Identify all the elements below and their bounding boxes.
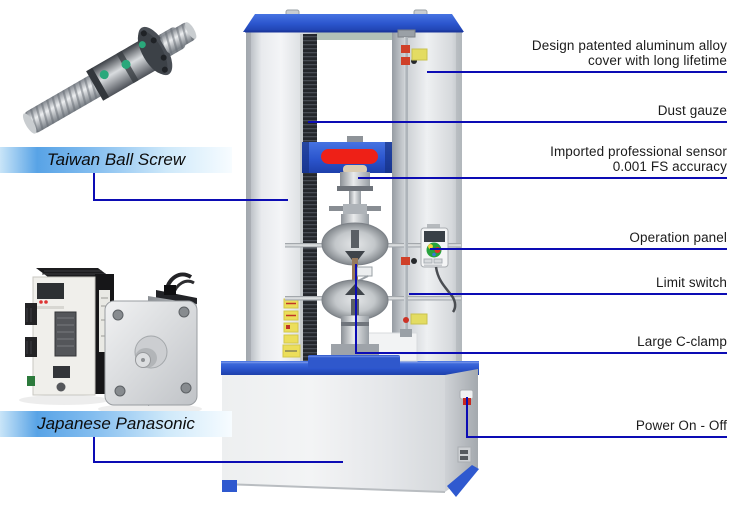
callout-c-clamp: Large C-clamp (357, 334, 727, 354)
ball-screw-photo (22, 22, 197, 134)
ball-screw-pointer-vline (93, 173, 95, 201)
callout-sensor: Imported professional sensor 0.001 FS ac… (358, 144, 727, 179)
limit-switch-rod (397, 29, 428, 337)
callout-text: Operation panel (629, 230, 727, 245)
machine-top-cover (243, 9, 464, 33)
callout-text: Power On - Off (635, 418, 727, 433)
crosshead-handle (321, 149, 378, 164)
callout-text: Large C-clamp (637, 334, 727, 349)
label-text: Japanese Panasonic (37, 414, 195, 433)
load-sensor (337, 165, 373, 205)
testing-machine (221, 9, 479, 497)
ball-screw-pointer-hline (93, 199, 288, 201)
base-front-panel (222, 375, 445, 492)
upper-grip (285, 222, 461, 266)
c-clamp-pointer-line (355, 264, 357, 354)
lower-base-plate (308, 355, 400, 368)
lower-limit-stop (401, 257, 410, 265)
power-pointer-line (466, 397, 468, 438)
label-text: Taiwan Ball Screw (46, 150, 186, 169)
callout-text: Design patented aluminum alloy (531, 38, 727, 53)
machine-left-column (246, 30, 317, 363)
callout-power: Power On - Off (468, 418, 727, 438)
panel-cable (434, 266, 457, 313)
panasonic-servo-photo (19, 268, 202, 415)
callout-text: 0.001 FS accuracy (612, 159, 727, 174)
warning-stickers (282, 298, 301, 358)
label-japanese-panasonic: Japanese Panasonic (0, 411, 232, 437)
callout-text: cover with long lifetime (588, 53, 727, 68)
base-foot-right (447, 465, 479, 497)
servo-driver (25, 268, 114, 396)
driver-display (37, 283, 64, 299)
callout-alloy-cover: Design patented aluminum alloy cover wit… (427, 38, 727, 73)
servo-motor (104, 272, 198, 406)
upper-limit-stop (401, 45, 410, 53)
machine-right-column (392, 30, 462, 363)
extensometer (356, 266, 373, 282)
callout-text: Imported professional sensor (550, 144, 727, 159)
label-taiwan-ball-screw: Taiwan Ball Screw (0, 147, 232, 173)
machine-back-panel (314, 32, 392, 40)
callout-operation-panel: Operation panel (430, 230, 727, 250)
operation-panel-device (420, 224, 457, 313)
callout-text: Dust gauze (657, 103, 727, 118)
panasonic-pointer-hline (93, 461, 343, 463)
callout-limit-switch: Limit switch (409, 275, 727, 295)
driver-connector (54, 311, 77, 357)
dust-gauze-strip (303, 34, 317, 363)
base-connector (457, 446, 472, 463)
callout-dust-gauze: Dust gauze (308, 103, 727, 123)
base-foot-left (222, 480, 237, 492)
panasonic-pointer-vline (93, 437, 95, 463)
callout-text: Limit switch (656, 275, 727, 290)
panel-screen (424, 231, 445, 242)
